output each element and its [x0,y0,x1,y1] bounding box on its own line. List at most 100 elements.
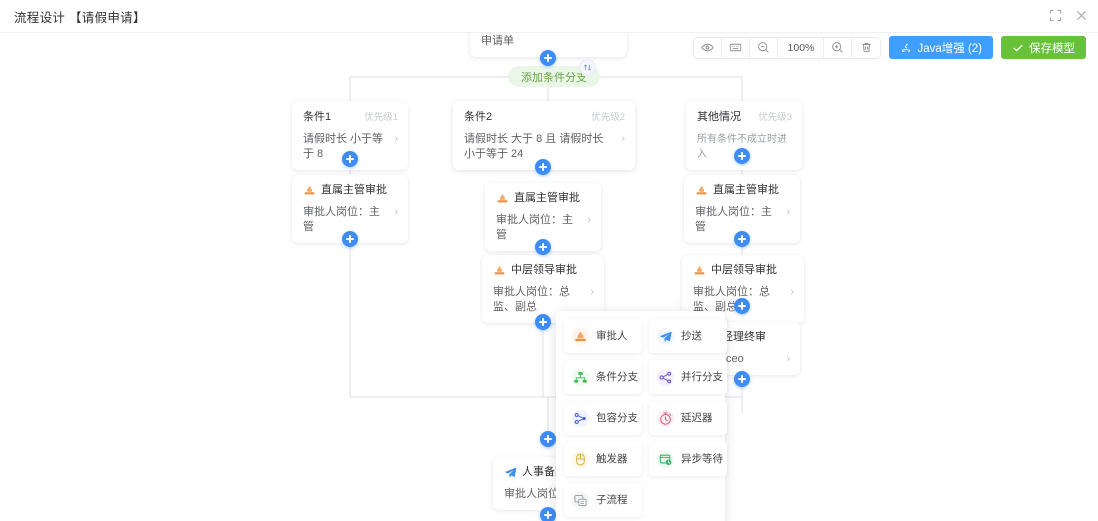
popup-item-condition-branch[interactable]: 条件分支 [564,360,642,394]
condition-name-1: 条件1 [303,111,332,123]
popup-item-trigger-label: 触发器 [596,452,628,465]
node-direct-supervisor-1-detail: 审批人岗位：主管 [303,206,380,233]
chevron-right-icon: › [587,214,591,226]
popup-item-delay-timer-label: 延迟器 [681,411,713,424]
condition-name-2: 条件2 [464,111,493,123]
node-mid-leader-1[interactable]: 中层领导审批 审批人岗位：总监、副总 › [482,255,604,323]
preview-icon[interactable] [694,37,723,58]
zoom-out-icon[interactable] [750,37,779,58]
node-direct-supervisor-2-title: 直属主管审批 [514,192,580,204]
popup-item-delay-timer[interactable]: 延迟器 [649,401,727,435]
approver-stamp-icon [571,327,590,346]
node-type-popup-menu[interactable]: 审批人 抄送 [556,311,727,521]
chevron-right-icon: › [786,206,790,218]
chevron-right-icon: › [590,286,594,298]
popup-item-parallel-branch-label: 并行分支 [681,370,723,383]
flow-canvas[interactable]: 填写表单：请假申请-请假申请单 › 添加条件分支 条件1 优先级1 请假时长 小… [0,33,1098,521]
node-direct-supervisor-3-title: 直属主管审批 [713,184,779,196]
add-node-button-branch2-b[interactable] [535,239,551,255]
parallel-branch-icon [656,368,675,387]
add-node-button-branch1[interactable] [342,151,358,167]
condition-expression-1: 请假时长 小于等于 8 [303,133,384,160]
chevron-right-icon: › [790,286,794,298]
approver-stamp-icon [695,184,708,197]
toolbar-icon-group: 100% [693,36,882,59]
popup-item-approver[interactable]: 审批人 [564,319,642,353]
condition-priority-3: 优先级3 [758,112,792,123]
save-model-button[interactable]: 保存模型 [1001,36,1086,59]
node-mid-leader-1-detail: 审批人岗位：总监、副总 [493,286,570,313]
zoom-in-icon[interactable] [824,37,853,58]
chevron-right-icon: › [394,133,398,145]
condition-priority-2: 优先级2 [591,112,625,123]
add-node-button-top[interactable] [540,50,556,66]
popup-item-trigger[interactable]: 触发器 [564,442,642,476]
zoom-level-label[interactable]: 100% [778,37,825,58]
close-icon[interactable] [1075,9,1088,22]
approver-stamp-icon [496,192,509,205]
cc-plane-icon [656,327,675,346]
expand-icon[interactable] [1049,9,1062,22]
approver-stamp-icon [693,264,706,277]
chevron-right-icon: › [621,133,625,145]
popup-item-async-wait-label: 异步等待 [681,452,723,465]
popup-item-cc-label: 抄送 [681,329,702,342]
delete-icon[interactable] [852,38,880,58]
popup-item-sub-process[interactable]: 子流程 [564,483,642,517]
add-node-button-branch3-c[interactable] [734,298,750,314]
popup-item-async-wait[interactable]: 异步等待 [649,442,727,476]
window-header: 流程设计 【请假申请】 [0,0,1098,33]
add-node-button-merge[interactable] [540,431,556,447]
popup-item-sub-process-label: 子流程 [596,493,628,506]
node-mid-leader-1-title: 中层领导审批 [511,264,577,276]
delay-timer-icon [656,409,675,428]
save-model-label: 保存模型 [1029,42,1075,55]
add-node-button-bottom[interactable] [540,507,556,521]
node-mid-leader-2-title: 中层领导审批 [711,264,777,276]
inclusive-branch-icon [571,409,590,428]
designer-toolbar: 100% Java增强 (2) [693,36,1086,59]
add-node-button-branch2-c[interactable] [535,314,551,330]
node-direct-supervisor-2-detail: 审批人岗位：主管 [496,214,573,241]
popup-item-inclusive-branch[interactable]: 包容分支 [564,401,642,435]
add-node-button-branch1-b[interactable] [342,231,358,247]
condition-card-3[interactable]: 其他情况 优先级3 所有条件不成立时进入 [686,101,802,170]
popup-item-cc[interactable]: 抄送 [649,319,727,353]
add-condition-branch-label: 添加条件分支 [521,71,587,84]
add-node-button-branch3-b[interactable] [734,231,750,247]
node-form-fill-label: 填写表单：请假申请-请假申请单 [481,35,514,47]
condition-priority-1: 优先级1 [364,112,398,123]
add-node-button-branch2[interactable] [535,159,551,175]
form-icon[interactable] [722,37,751,58]
condition-expression-3: 所有条件不成立时进入 [697,134,787,160]
condition-card-2[interactable]: 条件2 优先级2 请假时长 大于 8 且 请假时长 小于等于 24 › [453,101,635,170]
java-enhance-button[interactable]: Java增强 (2) [889,36,993,59]
approver-stamp-icon [303,184,316,197]
popup-item-inclusive-branch-label: 包容分支 [596,411,638,424]
node-hr-filing-title: 人事备案 [522,466,566,478]
window-controls [1049,9,1088,22]
chevron-right-icon: › [394,206,398,218]
chevron-right-icon: › [613,33,617,34]
sub-process-icon [571,491,590,510]
sort-branch-icon[interactable] [579,59,596,76]
popup-item-approver-label: 审批人 [596,329,628,342]
popup-item-parallel-branch[interactable]: 并行分支 [649,360,727,394]
popup-item-condition-branch-label: 条件分支 [596,370,638,383]
trigger-mouse-icon [571,450,590,469]
java-enhance-label: Java增强 (2) [917,42,982,55]
page-title: 流程设计 【请假申请】 [14,10,146,25]
condition-name-3: 其他情况 [697,111,741,123]
add-node-button-branch3[interactable] [734,148,750,164]
approver-stamp-icon [493,264,506,277]
condition-branch-icon [571,368,590,387]
node-direct-supervisor-1-title: 直属主管审批 [321,184,387,196]
chevron-right-icon: › [786,353,790,365]
cc-plane-icon [504,466,517,479]
async-wait-icon [656,450,675,469]
add-condition-branch-button[interactable]: 添加条件分支 [508,66,600,87]
node-direct-supervisor-3-detail: 审批人岗位：主管 [695,206,772,233]
node-mid-leader-2-detail: 审批人岗位：总监、副总 [693,286,770,313]
add-node-button-branch3-d[interactable] [734,371,750,387]
